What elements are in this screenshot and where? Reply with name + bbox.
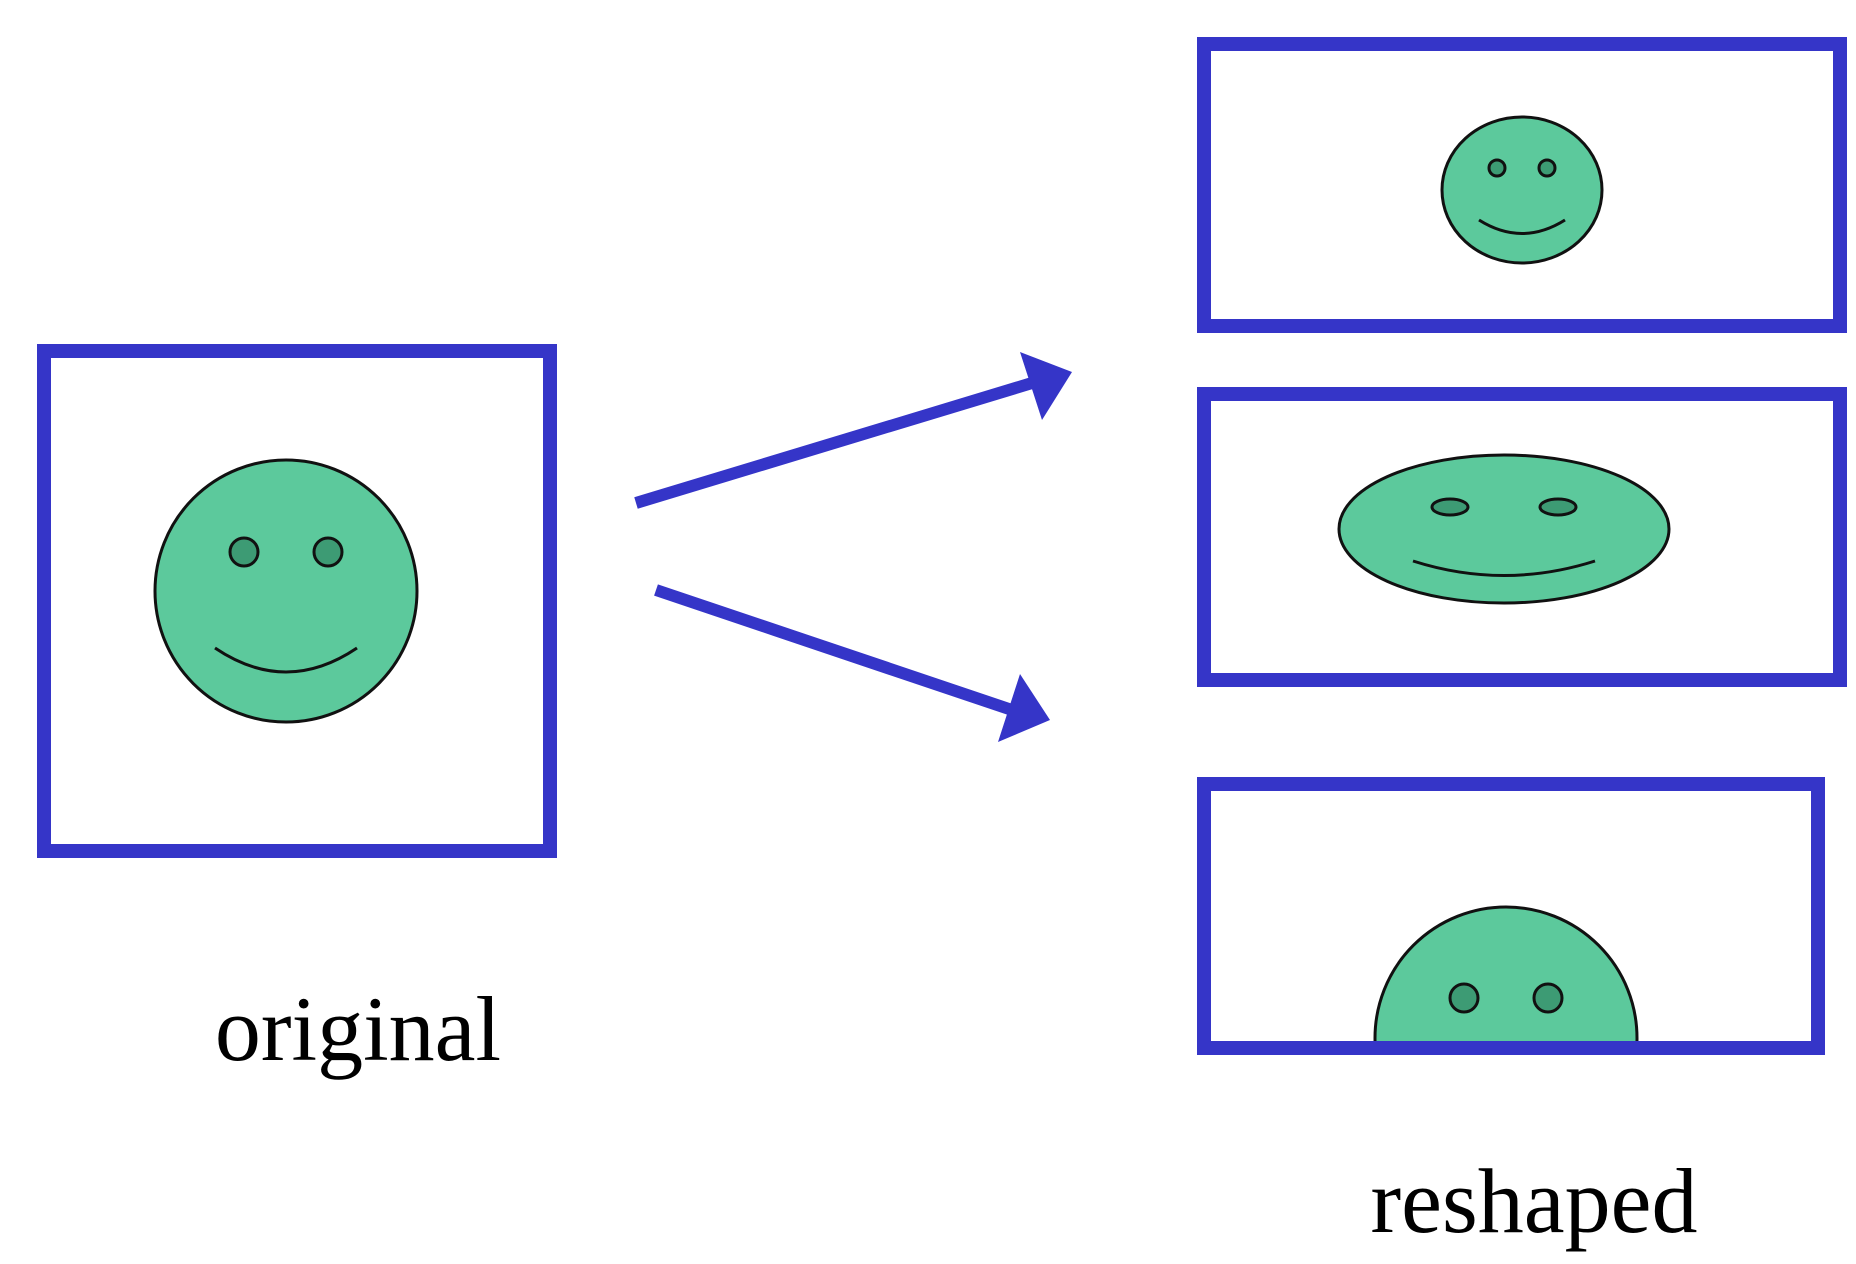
smiley-face-icon	[1373, 905, 1639, 1042]
smiley-face-icon	[1440, 115, 1604, 265]
label-reshaped: reshaped	[1371, 1150, 1698, 1252]
arrow-right-icon	[634, 352, 1072, 509]
arrow-right-icon	[654, 584, 1050, 742]
reshaped-panel-scaled	[1197, 37, 1847, 333]
original-panel	[37, 344, 557, 858]
reshaped-panel-cropped	[1197, 777, 1825, 1055]
reshaped-frame-middle	[1197, 387, 1847, 687]
smiley-face-icon	[1337, 453, 1671, 605]
original-frame	[37, 344, 557, 858]
label-original: original	[215, 978, 501, 1080]
reshaped-frame-top	[1197, 37, 1847, 333]
smiley-face-icon	[153, 458, 419, 724]
reshaped-frame-bottom	[1197, 777, 1825, 1055]
reshaped-panel-stretched	[1197, 387, 1847, 687]
